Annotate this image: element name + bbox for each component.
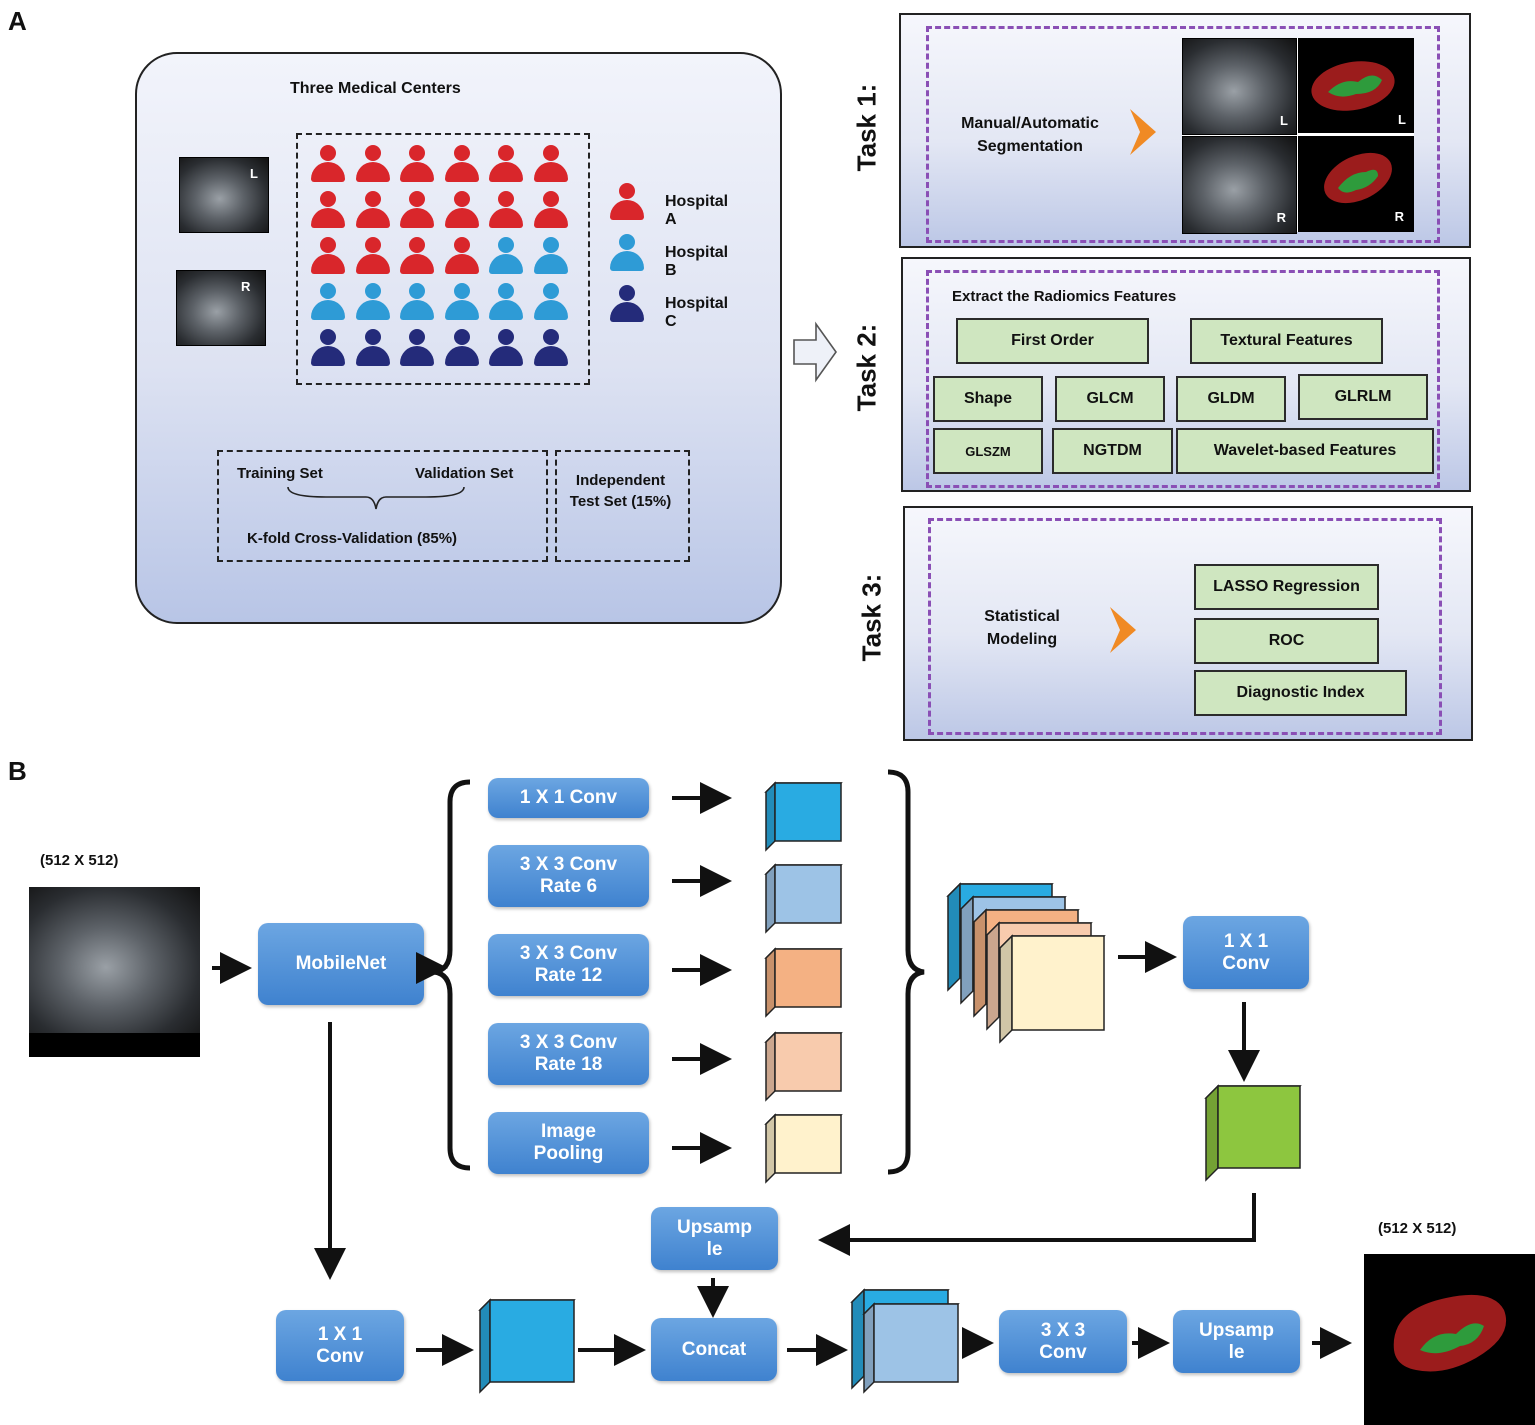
conv3x3-block: 3 X 3 Conv — [999, 1310, 1127, 1373]
mask-image-bottom-right: R — [1298, 136, 1414, 232]
feature-first-order: First Order — [956, 318, 1149, 364]
img-label-bottom-right: R — [1394, 209, 1404, 224]
feature-wavelet: Wavelet-based Features — [1176, 428, 1434, 474]
concat-block: Concat — [651, 1318, 777, 1381]
item-lasso: LASSO Regression — [1194, 564, 1379, 610]
conv1x1-right-block: 1 X 1 Conv — [1183, 916, 1309, 989]
low-level-cube — [478, 1298, 576, 1394]
legend-person-icon — [610, 234, 644, 272]
branch-cube — [764, 781, 843, 852]
branch-cube — [764, 1031, 843, 1102]
output-mask-image — [1364, 1254, 1535, 1425]
branch-cube — [764, 1113, 843, 1184]
training-set-label: Training Set — [237, 465, 323, 482]
aspp-branch-block: 1 X 1 Conv — [488, 778, 649, 818]
img-label-top-right: L — [1398, 112, 1406, 127]
us-image-top-left: L — [1182, 38, 1297, 135]
kfold-box — [217, 450, 548, 562]
feature-ngtdm: NGTDM — [1052, 428, 1173, 474]
feature-glszm: GLSZM — [933, 428, 1043, 474]
ultrasound-left-image: L — [179, 157, 269, 233]
task3-dashed — [928, 518, 1442, 735]
brace-icon — [287, 486, 465, 510]
input-us-scan — [29, 887, 200, 1033]
upsample-top-block: Upsample — [651, 1207, 778, 1270]
patient-grid — [296, 133, 590, 385]
hollow-arrow-icon — [793, 321, 837, 383]
img-label-top-left: L — [1280, 113, 1288, 128]
item-diagnostic-index: Diagnostic Index — [1194, 670, 1407, 716]
panel-a-letter: A — [8, 6, 27, 36]
us-left-label: L — [250, 166, 258, 181]
task1-text: Manual/Automatic Segmentation — [961, 115, 1099, 155]
output-size-label: (512 X 512) — [1378, 1220, 1457, 1237]
task2-dashed — [926, 270, 1440, 488]
chevron-icon-task3 — [1110, 607, 1136, 653]
task1-dashed — [926, 26, 1440, 243]
feature-textural: Textural Features — [1190, 318, 1383, 364]
upsample-final-block: Upsample — [1173, 1310, 1300, 1373]
legend-person-icon — [610, 183, 644, 221]
feature-shape: Shape — [933, 376, 1043, 422]
validation-set-label: Validation Set — [415, 465, 514, 482]
concat-out-cube-front — [862, 1302, 960, 1394]
feature-glcm: GLCM — [1055, 376, 1165, 422]
panel-b-letter: B — [8, 756, 27, 786]
branch-cube — [764, 863, 843, 934]
input-ultrasound-image — [29, 887, 200, 1057]
item-roc: ROC — [1194, 618, 1379, 664]
right-brace — [887, 769, 925, 1175]
mask-bottom-svg — [1324, 152, 1392, 204]
independent-test-label: Independent Test Set (15%) — [569, 472, 672, 510]
cubes — [478, 781, 1302, 1394]
conv1x1-low-block: 1 X 1 Conv — [276, 1310, 404, 1381]
img-label-bottom-left: R — [1276, 210, 1286, 225]
aspp-branch-block: 3 X 3 Conv Rate 18 — [488, 1023, 649, 1085]
task2-title: Extract the Radiomics Features — [952, 288, 1177, 305]
branch-cube — [764, 947, 843, 1018]
mobilenet-block: MobileNet — [258, 923, 424, 1005]
independent-test-box — [555, 450, 690, 562]
ultrasound-right-image: R — [176, 270, 266, 346]
us-right-label: R — [241, 279, 251, 294]
feature-glrlm: GLRLM — [1298, 374, 1428, 420]
legend-label: Hospital C — [665, 295, 729, 330]
concat-stack-layer — [998, 934, 1106, 1044]
left-brace — [433, 779, 471, 1171]
aspp-branch-block: 3 X 3 Conv Rate 12 — [488, 934, 649, 996]
kfold-label: K-fold Cross-Validation (85%) — [247, 530, 458, 547]
legend-person-icon — [610, 285, 644, 323]
aspp-branch-block: Image Pooling — [488, 1112, 649, 1174]
arrows — [212, 782, 1352, 1366]
input-size-label: (512 X 512) — [40, 852, 119, 869]
legend-label: Hospital A — [665, 193, 729, 228]
aspp-branch-block: 3 X 3 Conv Rate 6 — [488, 845, 649, 907]
mask-top-svg — [1311, 61, 1395, 111]
us-image-bottom-left: R — [1182, 136, 1297, 234]
mask-image-top-right: L — [1298, 38, 1414, 133]
green-feature-cube — [1204, 1084, 1302, 1182]
segmentation-images: L L R R — [1182, 38, 1414, 234]
output-mask-svg — [1393, 1294, 1507, 1372]
flow-arrow — [818, 1193, 1256, 1256]
legend-label: Hospital B — [665, 244, 729, 279]
feature-gldm: GLDM — [1176, 376, 1286, 422]
centers-title: Three Medical Centers — [290, 80, 461, 97]
chevron-icon — [1130, 109, 1156, 155]
task3-text: Statistical Modeling — [984, 608, 1060, 648]
